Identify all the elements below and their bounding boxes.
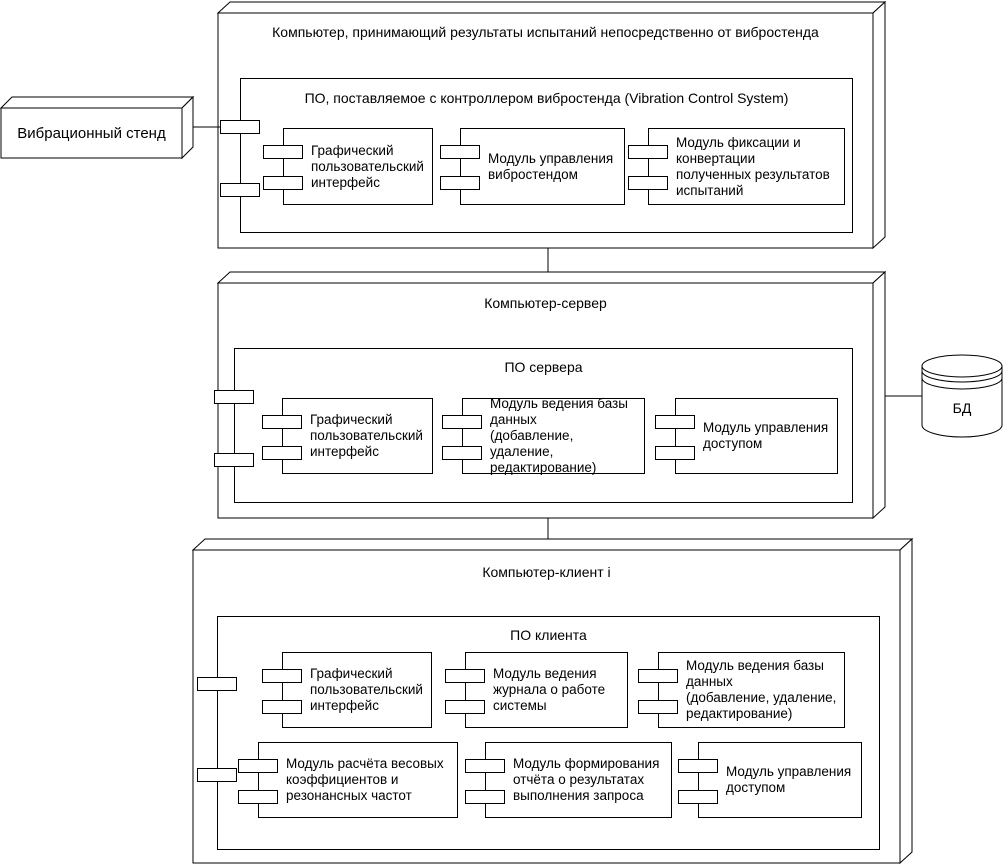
component-label: Графический пользовательский интерфейс (310, 666, 423, 713)
node-server-topface (216, 271, 887, 284)
component-box: Модуль фиксации и конвертации полученных… (648, 128, 845, 205)
component-box: Модуль ведения базы данных (добавление, … (658, 652, 845, 728)
component-box: Модуль расчёта весовых коэффициентов и р… (258, 742, 458, 818)
vibration-stand-side (181, 95, 194, 160)
component-label: Модуль ведения журнала о работе системы (493, 666, 606, 713)
component-port-icon (638, 669, 678, 683)
component-port-icon (197, 768, 237, 782)
component-label: Модуль управления вибростендом (488, 150, 614, 182)
component-port-icon (655, 446, 695, 460)
component-label: Модуль управления доступом (703, 420, 829, 451)
component-port-icon (445, 700, 485, 714)
component-label: Графический пользовательский интерфейс (311, 142, 424, 190)
component-label: Модуль фиксации и конвертации полученных… (676, 134, 830, 198)
component-port-icon (197, 677, 237, 691)
component-port-icon (465, 790, 505, 804)
component-port-icon (440, 176, 480, 190)
node-top-topface (216, 1, 887, 14)
software-box-vcs-title: ПО, поставляемое с контроллером вибросте… (304, 90, 789, 106)
database-cylinder-ring-1 (921, 370, 1003, 383)
component-port-icon (214, 453, 254, 467)
component-port-icon (628, 145, 668, 159)
node-top-title: Компьютер, принимающий результаты испыта… (272, 24, 819, 40)
database-cylinder-top (921, 354, 1003, 378)
component-port-icon (262, 700, 302, 714)
component-box: Модуль формирования отчёта о результатах… (485, 742, 672, 818)
component-port-icon (238, 759, 278, 773)
component-box: Графический пользовательский интерфейс (282, 398, 433, 474)
component-label: Модуль ведения базы данных (добавление, … (686, 658, 837, 721)
component-port-icon (262, 415, 302, 429)
node-top-sideface (872, 0, 886, 250)
component-box: Модуль ведения базы данных (добавление, … (462, 396, 645, 475)
database-label: БД (952, 400, 972, 416)
component-box: Модуль управления доступом (675, 398, 838, 474)
database-cylinder (921, 354, 1003, 438)
component-box: Модуль ведения журнала о работе системы (465, 652, 628, 728)
component-label: Модуль формирования отчёта о результатах… (513, 756, 660, 803)
component-port-icon (214, 390, 254, 404)
component-port-icon (220, 183, 260, 197)
node-server-sideface (872, 270, 886, 520)
node-client-topface (191, 538, 914, 551)
component-port-icon (263, 176, 303, 190)
component-port-icon (262, 446, 302, 460)
component-box: Графический пользовательский интерфейс (282, 652, 432, 728)
component-label: Модуль ведения базы данных (добавление, … (490, 396, 628, 475)
component-port-icon (442, 415, 482, 429)
component-port-icon (445, 669, 485, 683)
component-port-icon (678, 790, 718, 804)
component-label: Графический пользовательский интерфейс (310, 412, 423, 459)
component-box: Модуль управления вибростендом (460, 128, 625, 205)
component-port-icon (440, 145, 480, 159)
component-port-icon (655, 415, 695, 429)
vibration-stand-label: Вибрационный стенд (17, 124, 166, 142)
component-port-icon (262, 669, 302, 683)
component-port-icon (238, 790, 278, 804)
component-port-icon (628, 176, 668, 190)
database-cylinder-ring-2 (921, 377, 1003, 390)
component-box: Модуль управления доступом (698, 742, 862, 818)
vibration-stand-node (0, 95, 195, 160)
database-cylinder-body (921, 366, 1003, 438)
component-port-icon (220, 120, 260, 134)
software-box-client-title: ПО клиента (510, 627, 587, 643)
vibration-stand-front (0, 107, 183, 159)
node-client-title: Компьютер-клиент i (482, 564, 611, 580)
component-label: Модуль управления доступом (726, 764, 852, 795)
component-label: Модуль расчёта весовых коэффициентов и р… (286, 756, 444, 803)
component-port-icon (442, 446, 482, 460)
component-port-icon (638, 700, 678, 714)
software-box-server-title: ПО сервера (504, 359, 583, 375)
node-client-sideface (899, 537, 913, 865)
component-port-icon (263, 145, 303, 159)
node-server-title: Компьютер-сервер (484, 295, 607, 311)
component-box: Графический пользовательский интерфейс (283, 128, 433, 205)
component-port-icon (465, 759, 505, 773)
component-port-icon (678, 759, 718, 773)
vibration-stand-top (0, 96, 195, 109)
